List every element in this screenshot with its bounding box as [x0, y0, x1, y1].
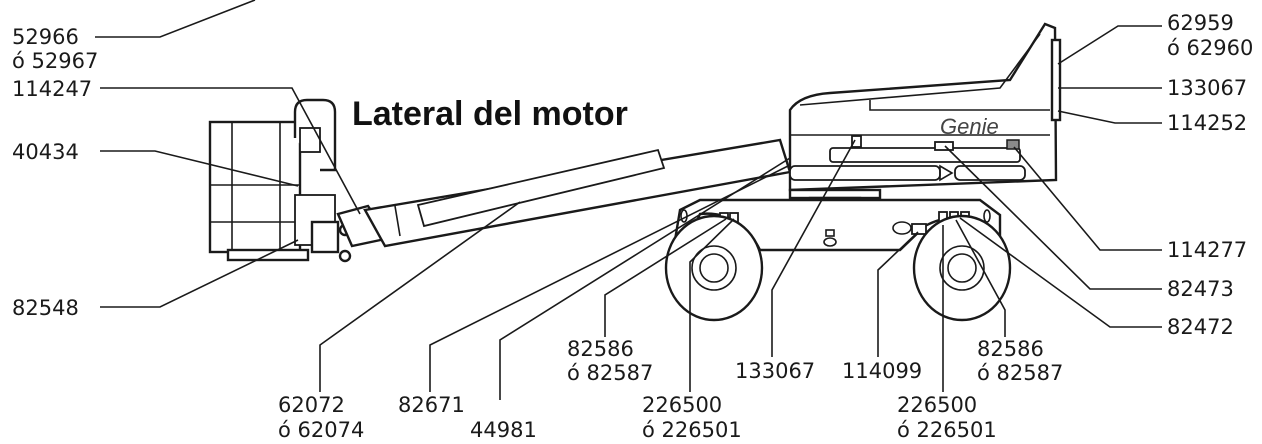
- label-82587-right-alt: ó 82587: [977, 361, 1063, 385]
- label-82472: 82472: [1167, 315, 1234, 339]
- wheel-right: [912, 214, 1012, 322]
- part-labels: 52966 ó 52967 114247 40434 82548 62959 ó…: [12, 11, 1253, 442]
- machine-illustration: Genie: [208, 22, 1062, 322]
- label-82473: 82473: [1167, 277, 1234, 301]
- label-44981: 44981: [470, 418, 537, 442]
- label-114247: 114247: [12, 77, 92, 101]
- label-62959: 62959: [1167, 11, 1234, 35]
- label-133067-right: 133067: [1167, 76, 1247, 100]
- label-82548: 82548: [12, 296, 79, 320]
- label-114252: 114252: [1167, 111, 1247, 135]
- label-226500-right: 226500: [897, 393, 977, 417]
- label-62072: 62072: [278, 393, 345, 417]
- label-226500-left: 226500: [642, 393, 722, 417]
- label-52966: 52966: [12, 25, 79, 49]
- label-133067-bottom: 133067: [735, 359, 815, 383]
- label-226501-right-alt: ó 226501: [897, 418, 997, 442]
- jib-rotator: [310, 204, 393, 263]
- turntable: Genie: [788, 22, 1062, 210]
- label-226501-left-alt: ó 226501: [642, 418, 742, 442]
- label-62960-alt: ó 62960: [1167, 36, 1253, 60]
- label-62074-alt: ó 62074: [278, 418, 364, 442]
- label-82587-left-alt: ó 82587: [567, 361, 653, 385]
- leader-lines: [95, 0, 1162, 400]
- label-114277: 114277: [1167, 238, 1247, 262]
- label-82586-right: 82586: [977, 337, 1044, 361]
- label-82671: 82671: [398, 393, 465, 417]
- label-82586-left: 82586: [567, 337, 634, 361]
- wheel-left: [664, 214, 764, 322]
- diagram-title: Lateral del motor: [352, 95, 628, 133]
- label-52967-alt: ó 52967: [12, 49, 98, 73]
- label-114099: 114099: [842, 359, 922, 383]
- label-40434: 40434: [12, 140, 79, 164]
- brand-logo: Genie: [940, 114, 999, 139]
